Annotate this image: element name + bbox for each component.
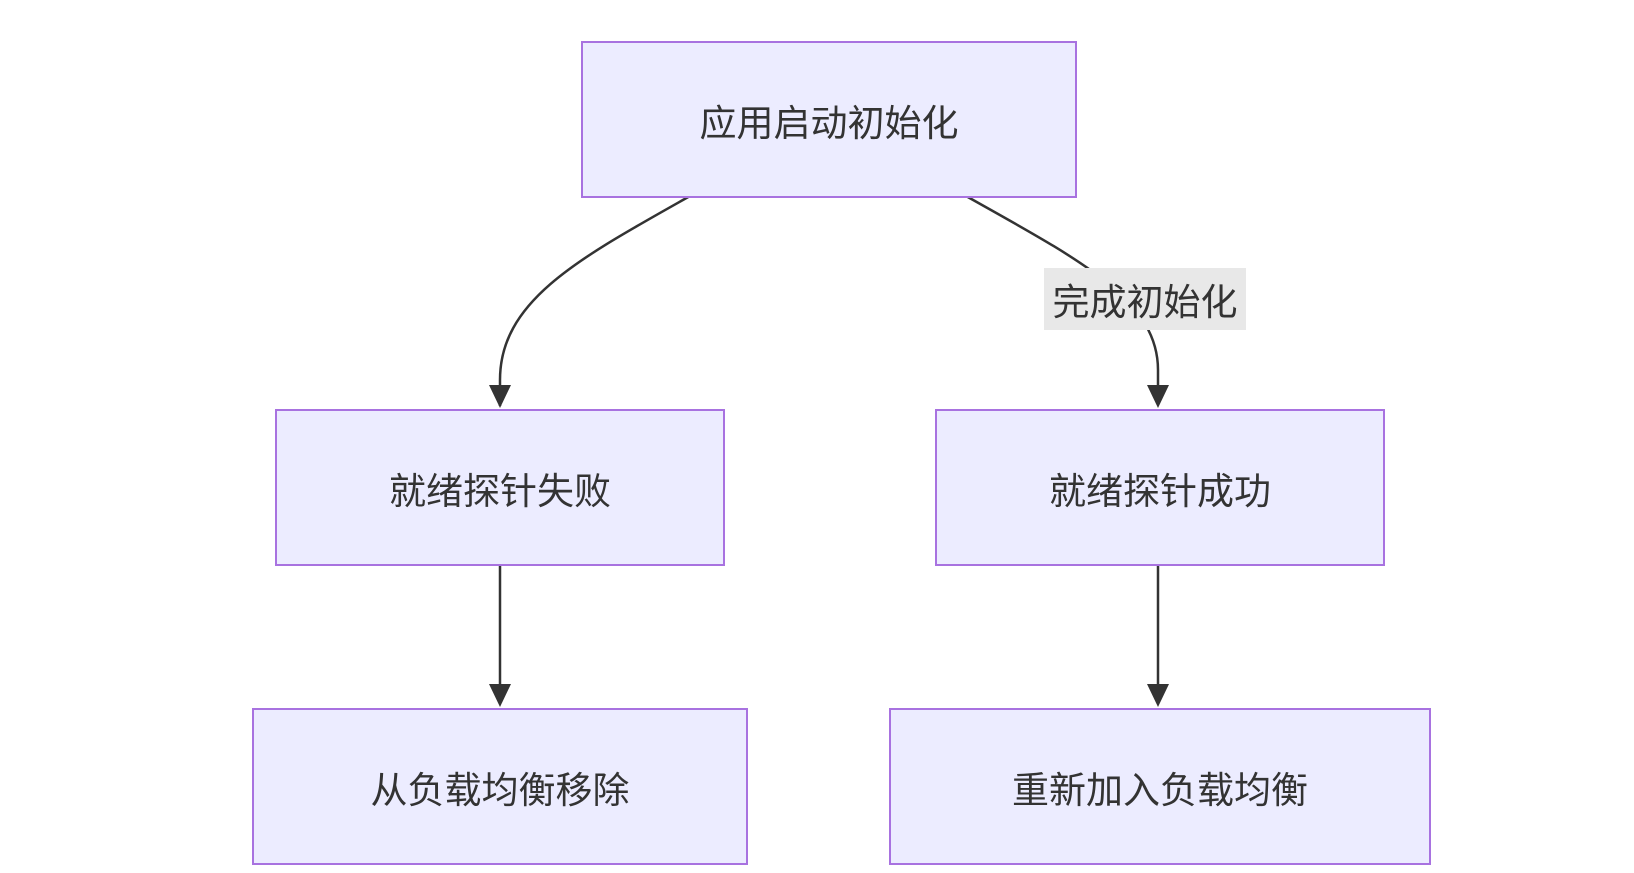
node-rejoin-load-balancer: 重新加入负载均衡 xyxy=(889,708,1431,865)
edge-probe-fail-to-remove-lb-arrowhead xyxy=(489,684,511,707)
edge-start-to-probe-ok-arrowhead xyxy=(1147,385,1169,408)
edge-start-to-probe-fail xyxy=(498,194,691,406)
node-readiness-probe-failed: 就绪探针失败 xyxy=(275,409,725,566)
node-app-startup-init: 应用启动初始化 xyxy=(581,41,1077,198)
edge-label-init-complete-text: 完成初始化 xyxy=(1052,281,1238,324)
edge-label-init-complete: 完成初始化 xyxy=(1044,268,1246,330)
node-app-startup-init-label: 应用启动初始化 xyxy=(699,101,959,145)
edge-probe-ok-to-rejoin-lb-arrowhead xyxy=(1147,684,1169,707)
node-readiness-probe-succeeded: 就绪探针成功 xyxy=(935,409,1385,566)
node-remove-from-load-balancer-label: 从负载均衡移除 xyxy=(370,768,630,812)
node-readiness-probe-succeeded-label: 就绪探针成功 xyxy=(1049,469,1271,513)
node-readiness-probe-failed-label: 就绪探针失败 xyxy=(389,469,611,513)
edge-start-to-probe-fail-arrowhead xyxy=(489,385,511,408)
node-rejoin-load-balancer-label: 重新加入负载均衡 xyxy=(1012,768,1308,812)
node-remove-from-load-balancer: 从负载均衡移除 xyxy=(252,708,748,865)
